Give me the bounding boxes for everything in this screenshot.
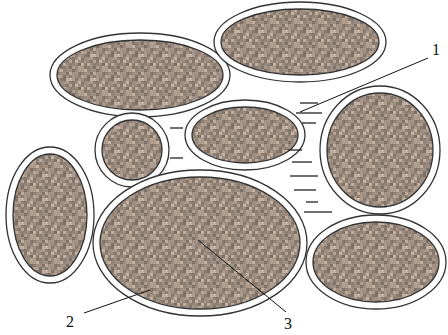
soil-grain [313,222,439,302]
soil-grain [327,93,433,207]
soil-grain [102,120,162,180]
water-film [185,100,305,170]
callout-number: 1 [432,42,440,58]
soil-particles [6,2,446,316]
water-film [93,170,307,316]
water-film [6,147,94,283]
water-film [214,2,386,82]
water-dashes [170,103,332,212]
soil-grain [57,40,223,110]
soil-grain [192,107,298,163]
water-film [50,33,230,117]
callout-number: 3 [284,316,292,332]
soil-grain [100,177,300,309]
callout-number: 2 [66,314,74,330]
leader-lines [84,58,428,313]
water-film [306,215,446,309]
soil-grain [221,9,379,75]
soil-grain [13,154,87,276]
water-film [320,86,440,214]
